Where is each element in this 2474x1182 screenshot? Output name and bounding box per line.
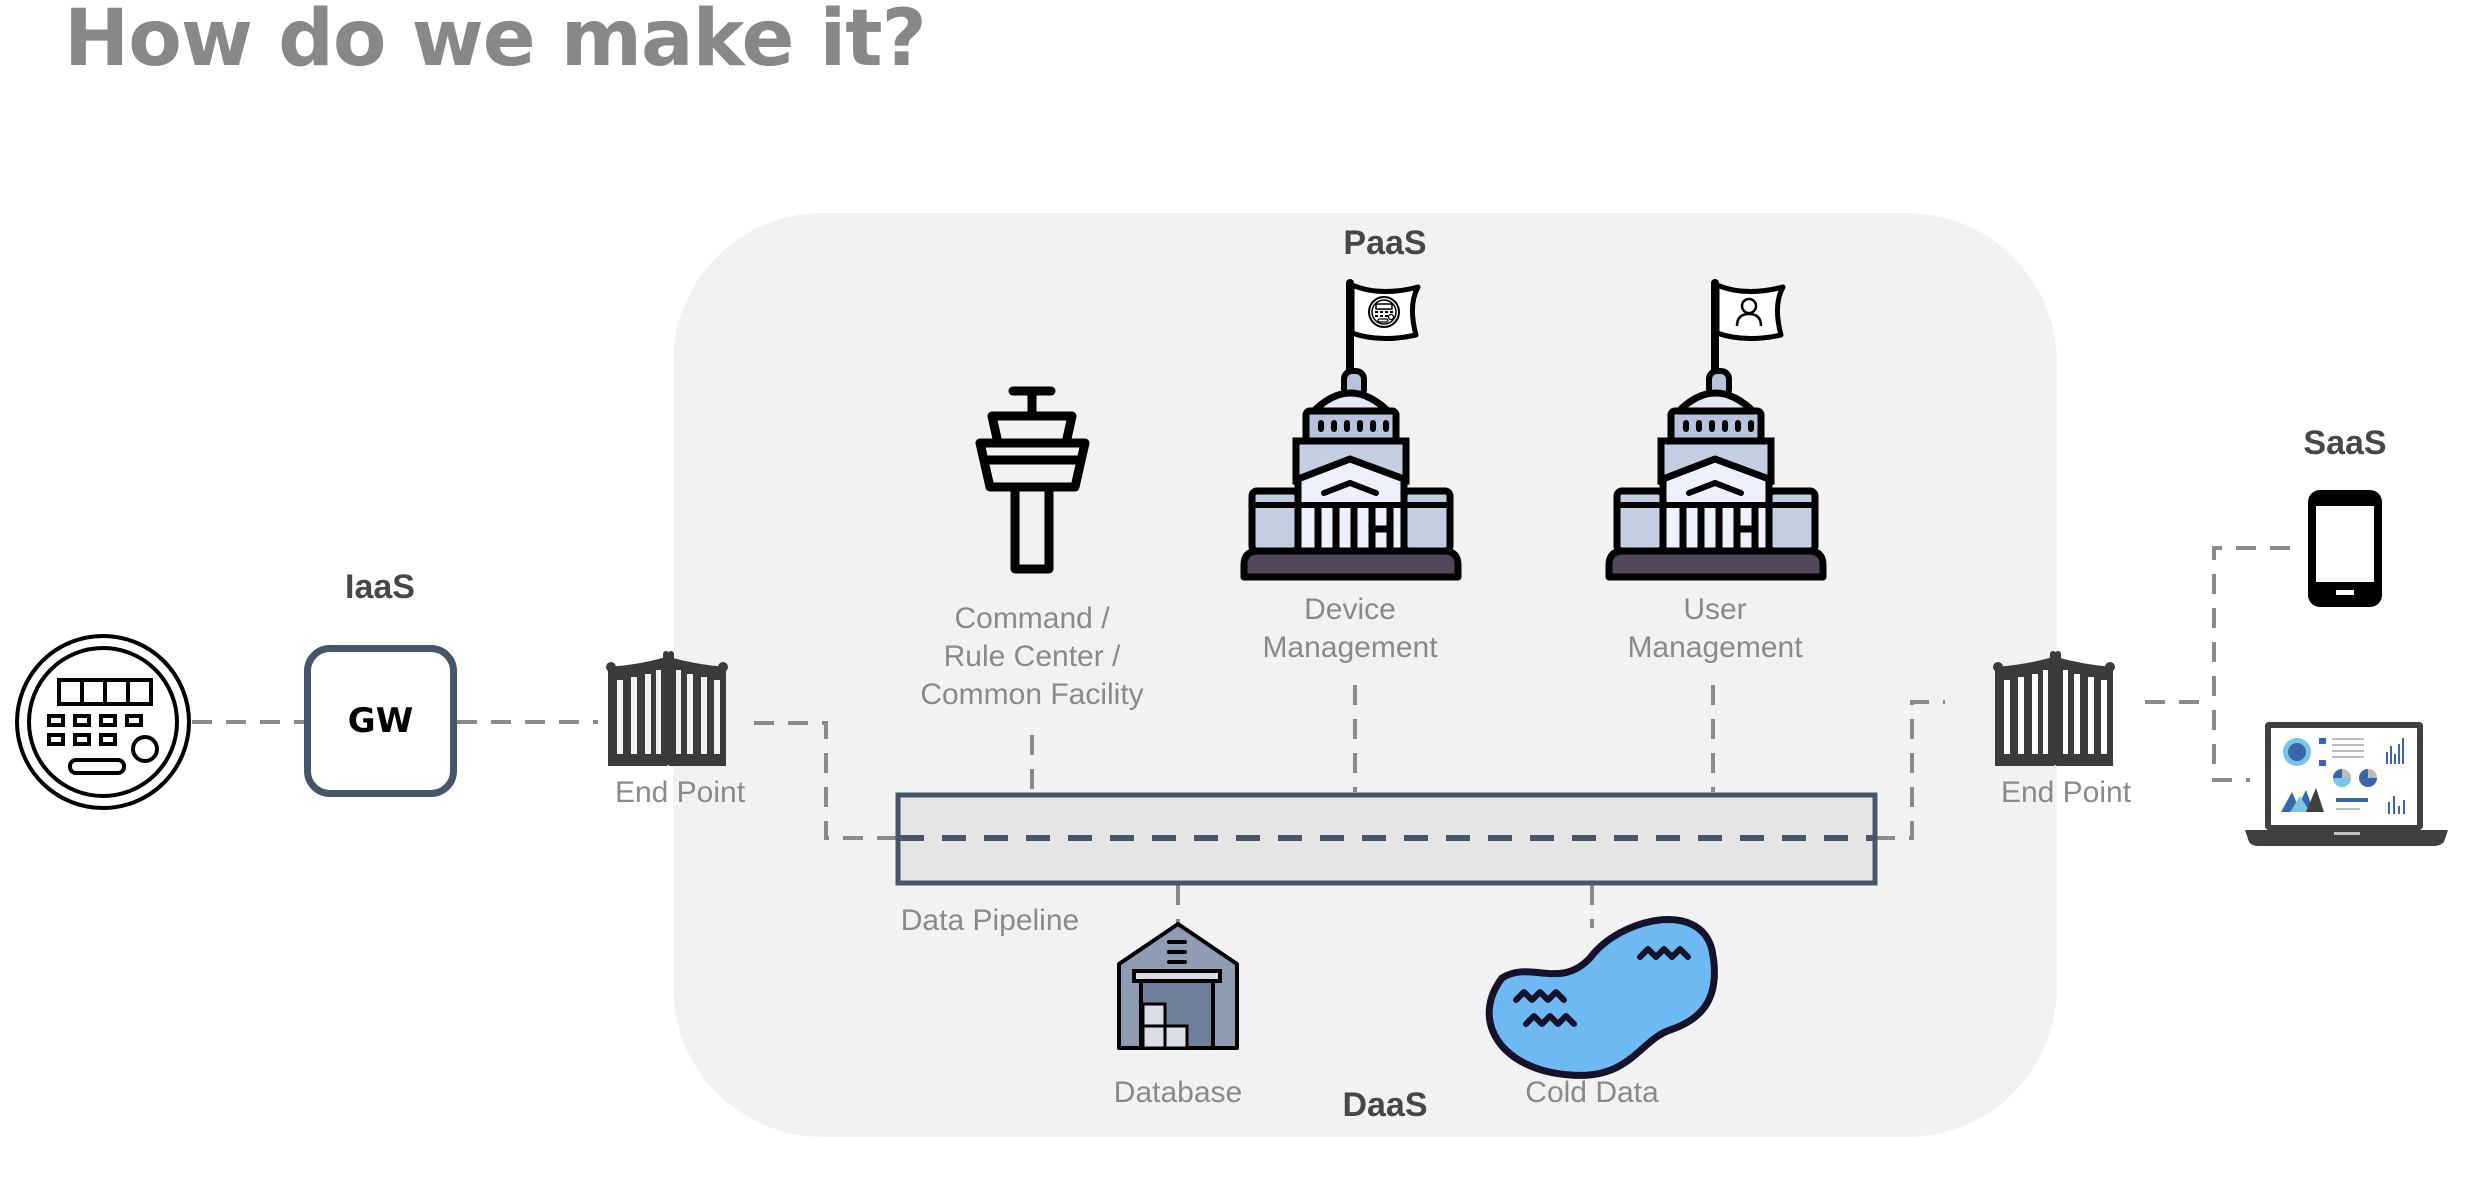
warehouse-icon: [1117, 922, 1239, 1050]
platform-panel: [673, 213, 2057, 1137]
page-title: How do we make it?: [64, 0, 927, 84]
tier-iaas-label: IaaS: [345, 568, 415, 606]
user-management-label-line2: Management: [1627, 631, 1803, 664]
smartphone-icon: [2308, 490, 2382, 607]
tier-saas-label: SaaS: [2303, 424, 2387, 462]
smart-meter-flag-icon: [1368, 296, 1400, 328]
gateway-node[interactable]: GW: [304, 645, 457, 797]
control-tower-icon: [975, 386, 1090, 574]
database-label: Database: [1113, 1076, 1243, 1109]
device-management-label: Device Management: [1215, 591, 1485, 667]
user-management-building-icon: [1609, 283, 1823, 577]
command-center-label: Command / Rule Center / Common Facility: [872, 600, 1192, 714]
user-management-label: User Management: [1580, 591, 1850, 667]
user-management-label-line1: User: [1683, 593, 1747, 626]
connector-pipeline-endpoint: [1875, 700, 1945, 840]
connector-phone-laptop: [2212, 546, 2290, 782]
gateway-label: GW: [347, 701, 414, 741]
tier-daas-label: DaaS: [1342, 1086, 1428, 1124]
gate-icon-left: [606, 651, 728, 766]
cold-data-label: Cold Data: [1525, 1076, 1659, 1109]
connector-endpoint-pipeline: [754, 721, 898, 840]
tier-paas-label: PaaS: [1343, 224, 1427, 262]
command-center-label-line1: Command /: [954, 602, 1110, 635]
gate-icon-right: [1993, 651, 2115, 766]
smart-meter-icon: [15, 634, 191, 810]
device-management-label-line1: Device: [1304, 593, 1396, 626]
endpoint-left-label: End Point: [614, 776, 746, 809]
data-pipeline: [895, 792, 1878, 886]
device-management-building-icon: [1244, 283, 1458, 577]
user-flag-icon: [1735, 297, 1763, 327]
data-pipeline-label: Data Pipeline: [900, 904, 1080, 937]
connectors: [192, 546, 2290, 928]
command-center-label-line3: Common Facility: [920, 678, 1144, 711]
command-center-label-line2: Rule Center /: [943, 640, 1121, 673]
laptop-dashboard-icon: [2245, 722, 2448, 846]
lake-icon: [1485, 916, 1718, 1079]
device-management-label-line2: Management: [1262, 631, 1438, 664]
endpoint-right-label: End Point: [2000, 776, 2132, 809]
